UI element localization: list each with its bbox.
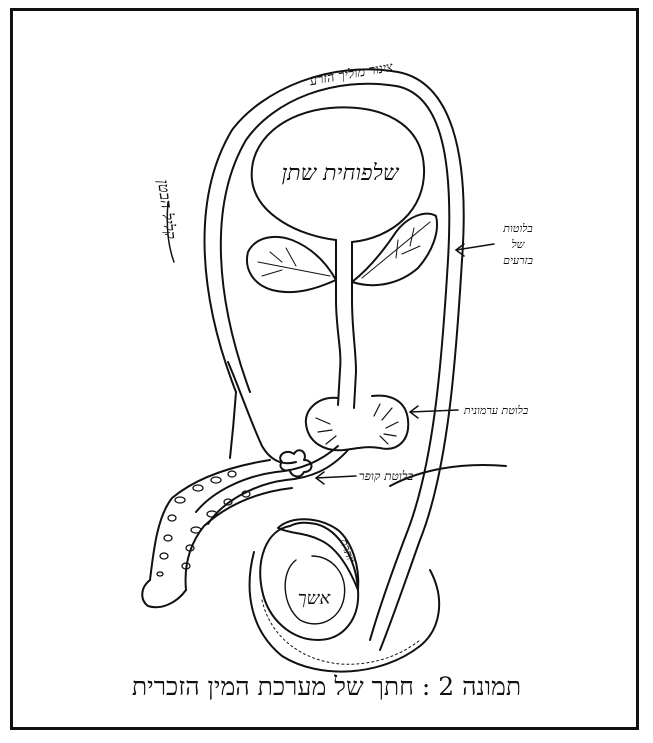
urethra-left xyxy=(336,240,340,405)
label-seminal-2: של xyxy=(512,238,526,251)
seminal-vesicle-right xyxy=(352,214,437,285)
vesicle-vein-left xyxy=(258,248,330,276)
spongy-tissue xyxy=(157,471,250,576)
outer-loop xyxy=(205,69,464,650)
scrotum xyxy=(250,552,440,672)
glans xyxy=(142,580,186,607)
label-testis: אשך xyxy=(298,588,332,609)
label-abdomen: קליל הבטן xyxy=(154,179,180,241)
seminal-vesicle-left xyxy=(247,237,336,292)
label-prostate: בלוטת ערמונית xyxy=(463,404,528,417)
label-cowper: בלוטת קופר xyxy=(359,469,414,483)
label-seminal-1: בלוטות xyxy=(502,222,532,235)
penis-lower xyxy=(186,488,292,590)
urethra-right xyxy=(352,242,356,408)
prostate-shape xyxy=(306,396,408,451)
label-bladder: שלפוחית שתן xyxy=(282,161,400,186)
figure-caption: תמונה 2 : חתך של מערכת המין הזכרית xyxy=(0,672,653,702)
label-epididymis: יותרת xyxy=(337,536,358,565)
thigh-contour xyxy=(230,392,236,458)
label-seminal-3: בזרעים xyxy=(503,254,533,267)
prostate-striations xyxy=(316,404,398,444)
vas-crossing xyxy=(228,362,296,463)
